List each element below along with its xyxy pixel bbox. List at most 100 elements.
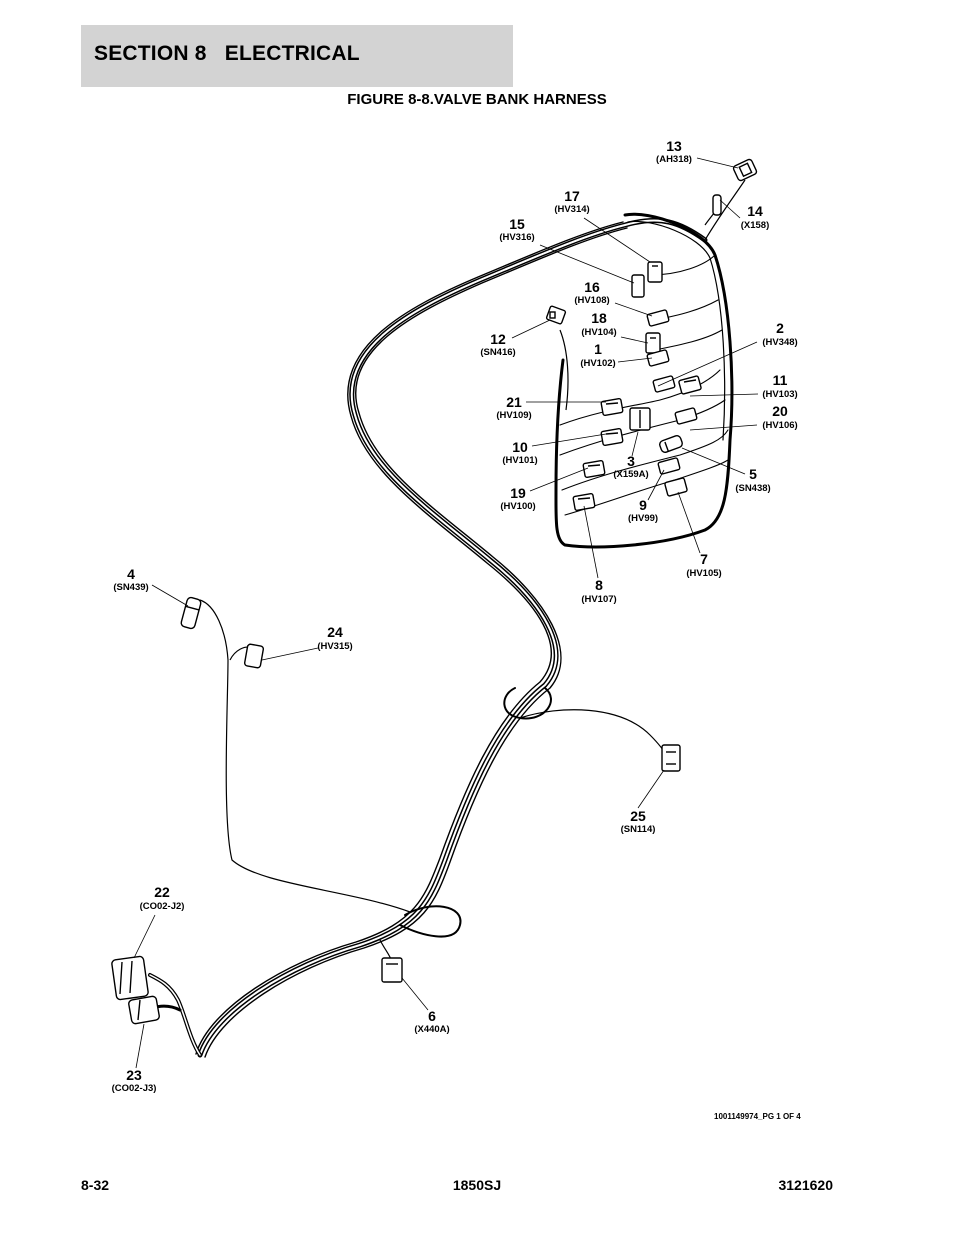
svg-text:12: 12 — [490, 331, 506, 347]
callout-3: 3(X159A) — [613, 453, 648, 480]
footer-doc-number: 3121620 — [778, 1177, 833, 1193]
svg-text:13: 13 — [666, 138, 682, 154]
connector-7 — [664, 477, 688, 497]
connector-16 — [646, 309, 670, 327]
figure-title: FIGURE 8-8.VALVE BANK HARNESS — [347, 91, 607, 108]
svg-text:5: 5 — [749, 466, 757, 482]
svg-text:7: 7 — [700, 551, 708, 567]
callout-2: 2(HV348) — [762, 320, 797, 348]
svg-text:(HV314): (HV314) — [554, 204, 589, 215]
svg-text:15: 15 — [509, 216, 525, 232]
svg-text:19: 19 — [510, 485, 526, 501]
svg-text:(HV105): (HV105) — [686, 568, 721, 579]
main-harness-trunk — [148, 217, 708, 1058]
svg-text:(HV100): (HV100) — [500, 501, 535, 512]
connector-8 — [572, 492, 596, 512]
svg-text:(HV104): (HV104) — [581, 327, 616, 338]
svg-text:17: 17 — [564, 188, 580, 204]
svg-text:(HV315): (HV315) — [317, 641, 352, 652]
callout-21: 21(HV109) — [496, 394, 531, 421]
callout-1: 1(HV102) — [580, 341, 615, 369]
svg-text:(HV103): (HV103) — [762, 389, 797, 400]
svg-text:4: 4 — [127, 566, 135, 582]
callout-23: 23(CO02-J3) — [112, 1067, 157, 1094]
callout-7: 7(HV105) — [686, 551, 721, 579]
connector-2 — [652, 375, 676, 393]
connector-18 — [645, 332, 661, 354]
callout-16: 16(HV108) — [574, 279, 609, 306]
svg-text:16: 16 — [584, 279, 600, 295]
connector-15 — [631, 274, 645, 298]
svg-text:3: 3 — [627, 453, 635, 469]
callout-17: 17(HV314) — [554, 188, 589, 215]
callout-11: 11(HV103) — [762, 372, 797, 400]
connector-11 — [678, 375, 702, 395]
valve-bank-loop — [554, 212, 734, 549]
callout-10: 10(HV101) — [502, 439, 537, 466]
callout-6: 6(X440A) — [414, 1008, 449, 1035]
svg-text:2: 2 — [776, 320, 784, 336]
connector-22 — [111, 955, 149, 1001]
svg-text:(SN416): (SN416) — [480, 347, 515, 358]
callout-labels: 13(AH318) 17(HV314) 14(X158) 15(HV316) 1… — [112, 138, 798, 1094]
svg-text:(SN114): (SN114) — [621, 824, 656, 835]
callout-13: 13(AH318) — [656, 138, 692, 165]
connector-14 — [712, 194, 722, 216]
connector-25 — [661, 744, 681, 772]
svg-text:(HV101): (HV101) — [502, 455, 537, 466]
section-header: SECTION 8 ELECTRICAL — [81, 25, 513, 87]
svg-text:(HV102): (HV102) — [580, 358, 615, 369]
connector-19 — [582, 459, 606, 479]
callout-20: 20(HV106) — [762, 403, 797, 431]
connector-23 — [128, 995, 160, 1025]
svg-text:(HV107): (HV107) — [581, 594, 616, 605]
svg-text:11: 11 — [773, 372, 788, 388]
svg-text:(SN438): (SN438) — [735, 483, 770, 494]
callout-9: 9(HV99) — [628, 497, 658, 524]
callout-15: 15(HV316) — [499, 216, 534, 243]
svg-text:22: 22 — [154, 884, 170, 900]
connector-1 — [646, 349, 670, 367]
callout-14: 14(X158) — [741, 203, 770, 231]
svg-text:10: 10 — [512, 439, 528, 455]
footer-model: 1850SJ — [452, 1177, 502, 1193]
svg-text:25: 25 — [630, 808, 646, 824]
connector-24 — [243, 643, 265, 669]
connector-20 — [674, 407, 698, 425]
connector-13 — [732, 158, 758, 182]
svg-text:8: 8 — [595, 577, 603, 593]
connector-4 — [180, 596, 202, 630]
svg-text:(AH318): (AH318) — [656, 154, 692, 165]
footer-page-number: 8-32 — [81, 1177, 110, 1193]
svg-text:(X158): (X158) — [741, 220, 770, 231]
callout-25: 25(SN114) — [621, 808, 656, 835]
connector-21 — [600, 397, 624, 417]
callout-12: 12(SN416) — [480, 331, 515, 358]
svg-text:(HV109): (HV109) — [496, 410, 531, 421]
svg-text:14: 14 — [747, 203, 763, 219]
callout-5: 5(SN438) — [735, 466, 770, 494]
svg-text:(HV99): (HV99) — [628, 513, 658, 524]
svg-text:(X159A): (X159A) — [613, 469, 648, 480]
svg-text:24: 24 — [327, 624, 343, 640]
connectors — [111, 158, 758, 1025]
svg-text:1: 1 — [594, 341, 602, 357]
svg-text:21: 21 — [506, 394, 522, 410]
connector-3 — [629, 407, 651, 431]
svg-text:23: 23 — [126, 1067, 142, 1083]
callout-22: 22(CO02-J2) — [140, 884, 185, 912]
svg-text:6: 6 — [428, 1008, 436, 1024]
drawing-id: 1001149974_PG 1 OF 4 — [714, 1112, 801, 1121]
callout-18: 18(HV104) — [581, 310, 616, 338]
connector-12 — [545, 305, 567, 325]
svg-text:(X440A): (X440A) — [414, 1024, 449, 1035]
callout-4: 4(SN439) — [113, 566, 148, 593]
svg-text:(SN439): (SN439) — [113, 582, 148, 593]
svg-text:(HV316): (HV316) — [499, 232, 534, 243]
connector-17 — [647, 261, 663, 283]
svg-text:(HV106): (HV106) — [762, 420, 797, 431]
svg-text:9: 9 — [639, 497, 647, 513]
svg-text:(HV348): (HV348) — [762, 337, 797, 348]
svg-text:(CO02-J2): (CO02-J2) — [140, 901, 185, 912]
